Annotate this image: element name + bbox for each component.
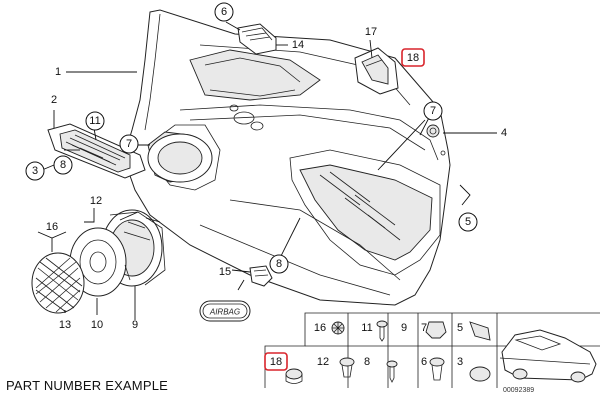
callout-17: 17 (365, 26, 377, 38)
fastener-detail-box: 16 11 9 7 5 18 12 8 6 3 (264, 312, 600, 388)
fastener-11-screw-icon (376, 320, 388, 342)
callout-5-circle (458, 212, 478, 232)
callout-12: 12 (90, 195, 102, 207)
grid-18-highlight-box (264, 352, 288, 371)
grid-bottom-label-5: 3 (457, 356, 463, 368)
grid-bottom-label-2: 12 (317, 356, 329, 368)
callout-11-circle (85, 111, 105, 131)
grid-top-label-4: 7 (421, 322, 427, 334)
grid-bottom-label-1: 18 (270, 356, 282, 368)
fastener-8-screw-icon (386, 360, 398, 383)
fastener-6-clip-icon (429, 357, 445, 381)
diagram-id: 00092389 (503, 387, 535, 394)
emblem-label: AIRBAG (209, 308, 240, 317)
car-silhouette-icon (499, 329, 597, 383)
callout-8-a: 8 (60, 159, 66, 171)
callout-18: 18 (407, 52, 419, 64)
callout-2: 2 (51, 94, 57, 106)
grid-top-label-3: 9 (401, 322, 407, 334)
bracket-part (237, 23, 277, 55)
caption: PART NUMBER EXAMPLE (6, 378, 169, 393)
callout-7-circle-a (423, 101, 443, 121)
speaker-grille-part (47, 123, 146, 179)
leader-lines (37, 21, 497, 320)
callout-6-circle (214, 2, 234, 22)
callout-4: 4 (501, 127, 507, 139)
speaker-trim-ring (147, 133, 213, 183)
grid-top-label-5: 5 (457, 322, 463, 334)
callout-7-a: 7 (430, 105, 436, 117)
callout-11: 11 (89, 115, 100, 127)
fastener-5-clip-icon (469, 321, 491, 341)
callout-5: 5 (465, 216, 471, 228)
callout-10: 10 (91, 319, 103, 331)
callout-8-circle-a (53, 155, 73, 175)
cover-part (354, 47, 399, 95)
callout-8-circle-b (269, 254, 289, 274)
callout-7-circle-b (119, 134, 139, 154)
callout-3: 3 (32, 165, 38, 177)
grid-bottom-label-4: 6 (421, 356, 427, 368)
clip-part (249, 265, 273, 287)
fastener-3-cap-icon (469, 366, 491, 382)
callout-3-circle (25, 161, 45, 181)
fastener-16-icon (331, 321, 345, 335)
callouts: 1 2 3 4 5 6 7 7 8 8 9 10 11 12 13 14 15 … (25, 2, 507, 331)
callout-1: 1 (55, 66, 61, 78)
callout-14: 14 (292, 39, 304, 51)
fastener-18-cap-icon (285, 368, 303, 384)
grid-bottom-label-3: 8 (364, 356, 370, 368)
callout-16: 16 (46, 221, 58, 233)
callout-6: 6 (221, 6, 227, 18)
callout-9: 9 (132, 319, 138, 331)
callout-15: 15 (219, 266, 231, 278)
fastener-9-clip-icon (425, 321, 447, 339)
fastener-12-pin-icon (339, 357, 355, 378)
callout-18-highlight-box (401, 48, 425, 67)
grommet-part (426, 124, 440, 138)
callout-8-b: 8 (276, 258, 282, 270)
callout-7-b: 7 (126, 138, 132, 150)
callout-13: 13 (59, 319, 71, 331)
speaker-mesh-grille (31, 252, 85, 314)
airbag-emblem: AIRBAG (199, 300, 251, 322)
grid-top-label-2: 11 (361, 322, 372, 334)
grid-top-label-1: 16 (314, 322, 326, 334)
